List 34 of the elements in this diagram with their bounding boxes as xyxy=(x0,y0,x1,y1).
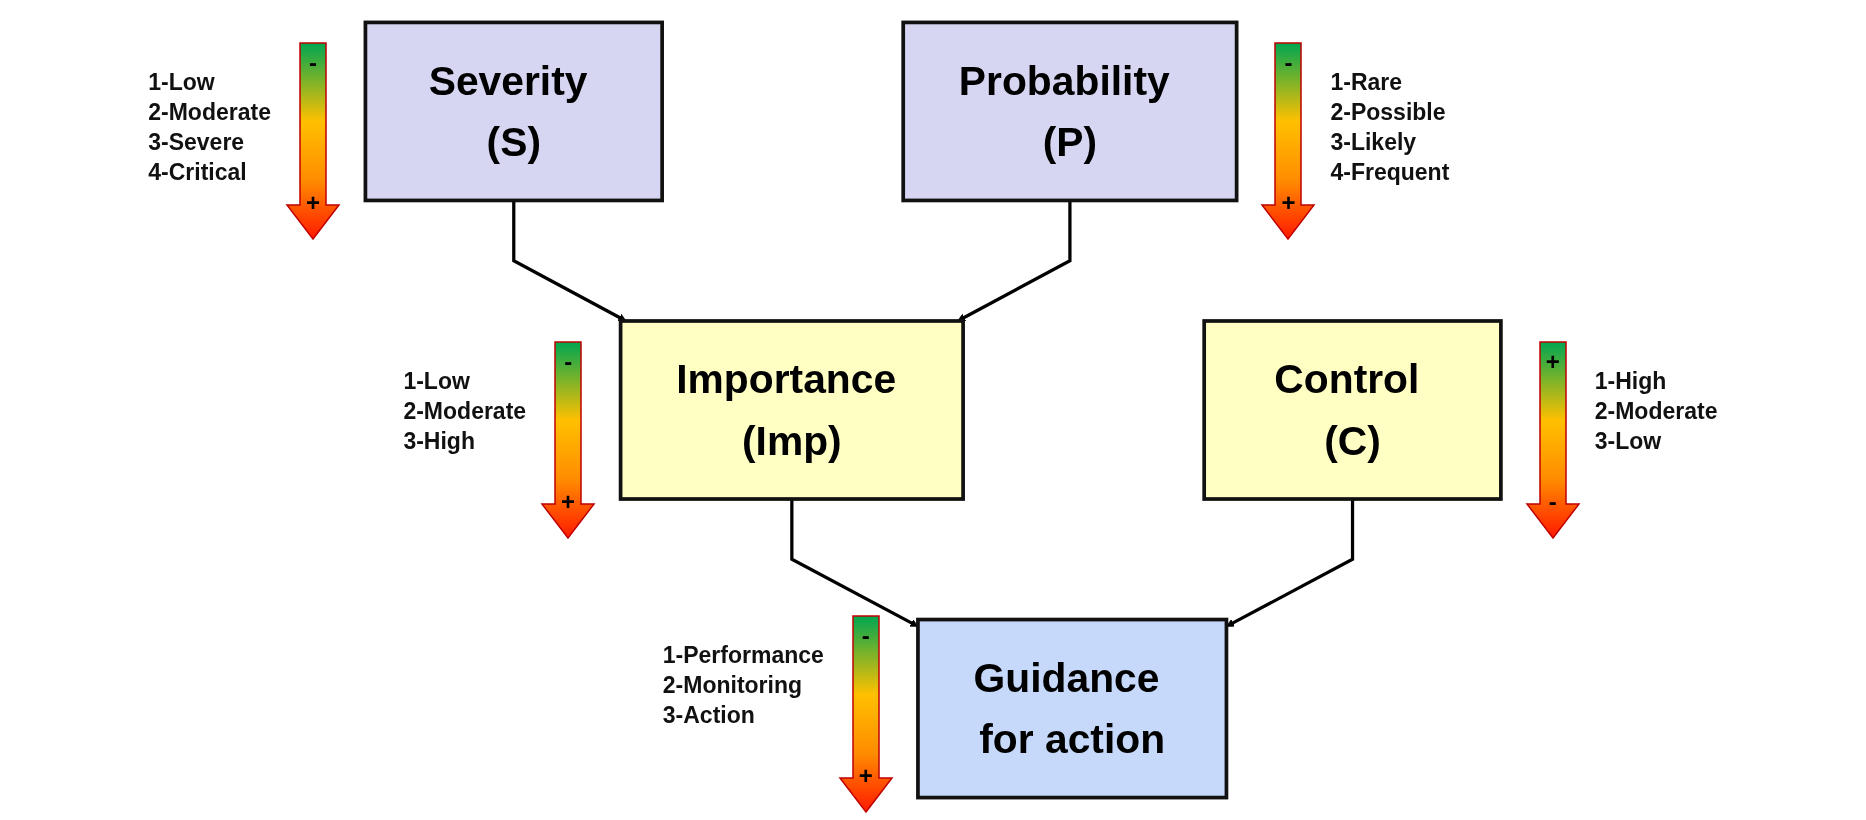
sign-label: + xyxy=(304,191,321,216)
sign-label: + xyxy=(857,764,874,788)
sign-label: - xyxy=(1283,51,1294,76)
scale-level-text: 1-Performance xyxy=(662,641,824,670)
arrow xyxy=(957,200,1072,322)
sign-label: - xyxy=(563,350,574,374)
scale-level-text: 3-High xyxy=(403,427,476,456)
sign-label: + xyxy=(560,490,577,514)
scale-level-text: 2-Moderate xyxy=(148,98,271,128)
arrow xyxy=(512,200,627,322)
sign-label: - xyxy=(307,51,318,76)
scale-level-text: 2-Possible xyxy=(1330,98,1447,128)
scale-level-text: 3-Severe xyxy=(148,128,246,158)
scale-level-text: 2-Moderate xyxy=(403,397,527,426)
scale-level-text: 1-Rare xyxy=(1330,68,1404,98)
scale-level-text: 4-Frequent xyxy=(1330,158,1450,188)
scale-level-text: 1-Low xyxy=(403,367,471,396)
node-box: Importance (Imp) xyxy=(618,319,965,501)
scale-level-text: 4-Critical xyxy=(148,158,248,188)
scale-level-text: 1-Low xyxy=(148,68,216,98)
scale-level-text: 1-High xyxy=(1594,367,1668,396)
scale-level-text: 3-Likely xyxy=(1330,128,1418,158)
node-box: Probability (P) xyxy=(901,20,1239,203)
scale-level-text: 2-Moderate xyxy=(1594,397,1718,426)
scale-level-text: 3-Action xyxy=(662,701,756,730)
node-box: Severity (S) xyxy=(363,20,664,203)
sign-label: + xyxy=(1280,191,1297,216)
node-box: Control (C) xyxy=(1202,319,1503,501)
scale-level-text: 3-Low xyxy=(1594,427,1663,456)
sign-label: + xyxy=(1544,350,1561,374)
scale-level-text: 2-Monitoring xyxy=(662,671,804,700)
node-box: Guidance for action xyxy=(915,617,1229,800)
sign-label: - xyxy=(860,624,871,648)
sign-label: - xyxy=(1547,490,1558,514)
